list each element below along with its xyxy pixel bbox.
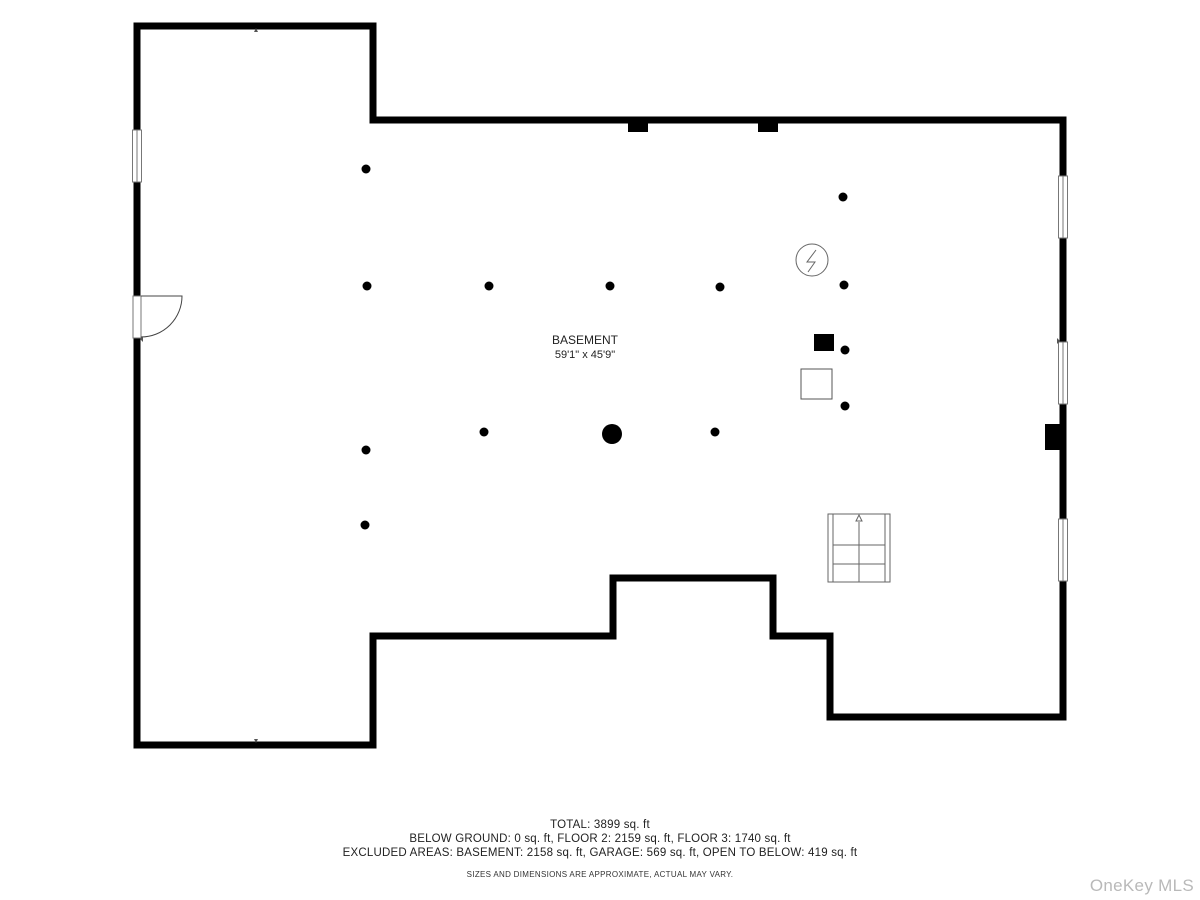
window-icon <box>132 129 142 183</box>
water-heater <box>800 368 833 400</box>
column <box>360 520 370 530</box>
exterior-wall <box>133 22 1067 749</box>
column <box>484 281 494 291</box>
column <box>715 282 725 292</box>
window-icon <box>1058 341 1068 405</box>
stairs-icon <box>827 513 891 583</box>
room-name: BASEMENT <box>552 333 619 347</box>
wall-fixture <box>1045 424 1061 450</box>
support-columns <box>360 164 850 530</box>
floor-areas: BELOW GROUND: 0 sq. ft, FLOOR 2: 2159 sq… <box>409 833 791 845</box>
electrical-panel-icon <box>795 243 829 277</box>
wall-marker <box>254 739 258 743</box>
excluded-areas: EXCLUDED AREAS: BASEMENT: 2158 sq. ft, G… <box>342 847 858 859</box>
disclaimer: SIZES AND DIMENSIONS ARE APPROXIMATE, AC… <box>466 870 734 879</box>
column <box>838 192 848 202</box>
watermark: OneKey MLS <box>1089 876 1194 895</box>
window-icon <box>1058 175 1068 239</box>
wall-fixture <box>758 122 778 132</box>
window-icon <box>1058 518 1068 582</box>
column <box>605 281 615 291</box>
large-column <box>602 424 622 444</box>
column <box>479 427 489 437</box>
wall-marker <box>140 336 143 342</box>
wall-marker <box>254 28 258 32</box>
area-summary: TOTAL: 3899 sq. ft BELOW GROUND: 0 sq. f… <box>0 818 1200 860</box>
door-icon <box>132 295 183 339</box>
wall-fixture <box>628 122 648 132</box>
column <box>361 445 371 455</box>
total-area: TOTAL: 3899 sq. ft <box>550 819 650 831</box>
column <box>361 164 371 174</box>
column <box>839 280 849 290</box>
wall-marker <box>1057 338 1060 344</box>
column <box>362 281 372 291</box>
room-dimensions: 59'1" x 45'9" <box>555 349 615 361</box>
column <box>840 401 850 411</box>
column <box>840 345 850 355</box>
column <box>710 427 720 437</box>
utility-unit <box>814 334 834 351</box>
